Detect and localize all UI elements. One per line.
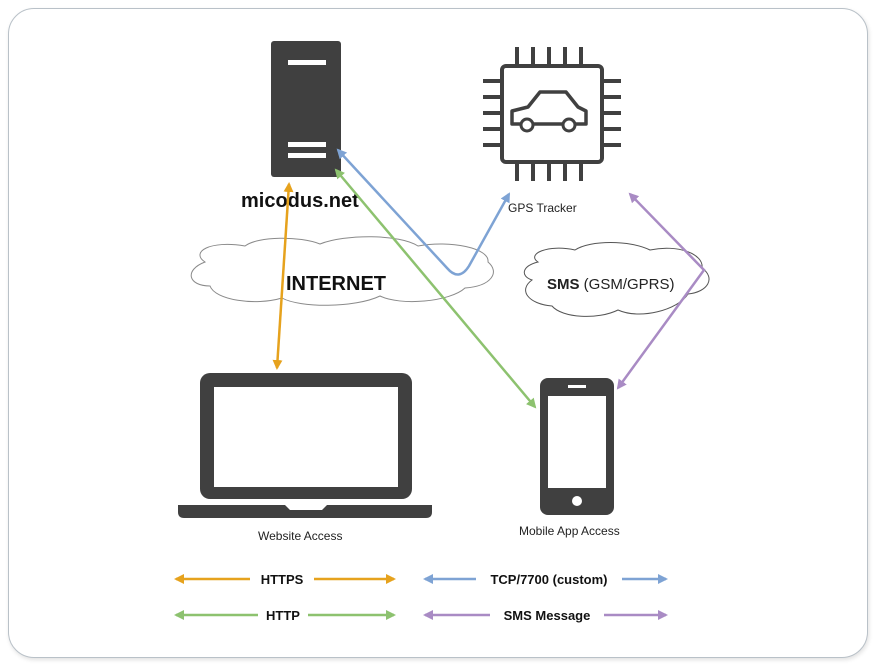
laptop-icon bbox=[178, 373, 432, 518]
legend-tcp-label: TCP/7700 (custom) bbox=[490, 572, 607, 587]
server-label: micodus.net bbox=[241, 190, 359, 212]
server-icon bbox=[271, 41, 341, 177]
legend-sms-label: SMS Message bbox=[504, 608, 591, 623]
phone-icon bbox=[540, 378, 614, 515]
legend: HTTPS TCP/7700 (custom) HTTP SMS Message bbox=[174, 570, 668, 624]
gps-tracker-icon bbox=[483, 47, 621, 181]
sms-cloud-rest: (GSM/GPRS) bbox=[580, 276, 675, 293]
http-connection-arrow bbox=[334, 168, 537, 409]
internet-label: INTERNET bbox=[286, 273, 386, 295]
sms-cloud-label: SMS (GSM/GPRS) bbox=[547, 276, 675, 293]
https-connection-arrow bbox=[272, 182, 294, 370]
legend-http-label: HTTP bbox=[266, 608, 300, 623]
sms-connection-arrow bbox=[616, 192, 706, 390]
phone-label: Mobile App Access bbox=[519, 524, 620, 538]
tracker-label: GPS Tracker bbox=[508, 201, 577, 215]
sms-cloud-bold: SMS bbox=[547, 276, 580, 293]
legend-https-label: HTTPS bbox=[261, 572, 304, 587]
laptop-label: Website Access bbox=[258, 529, 342, 543]
